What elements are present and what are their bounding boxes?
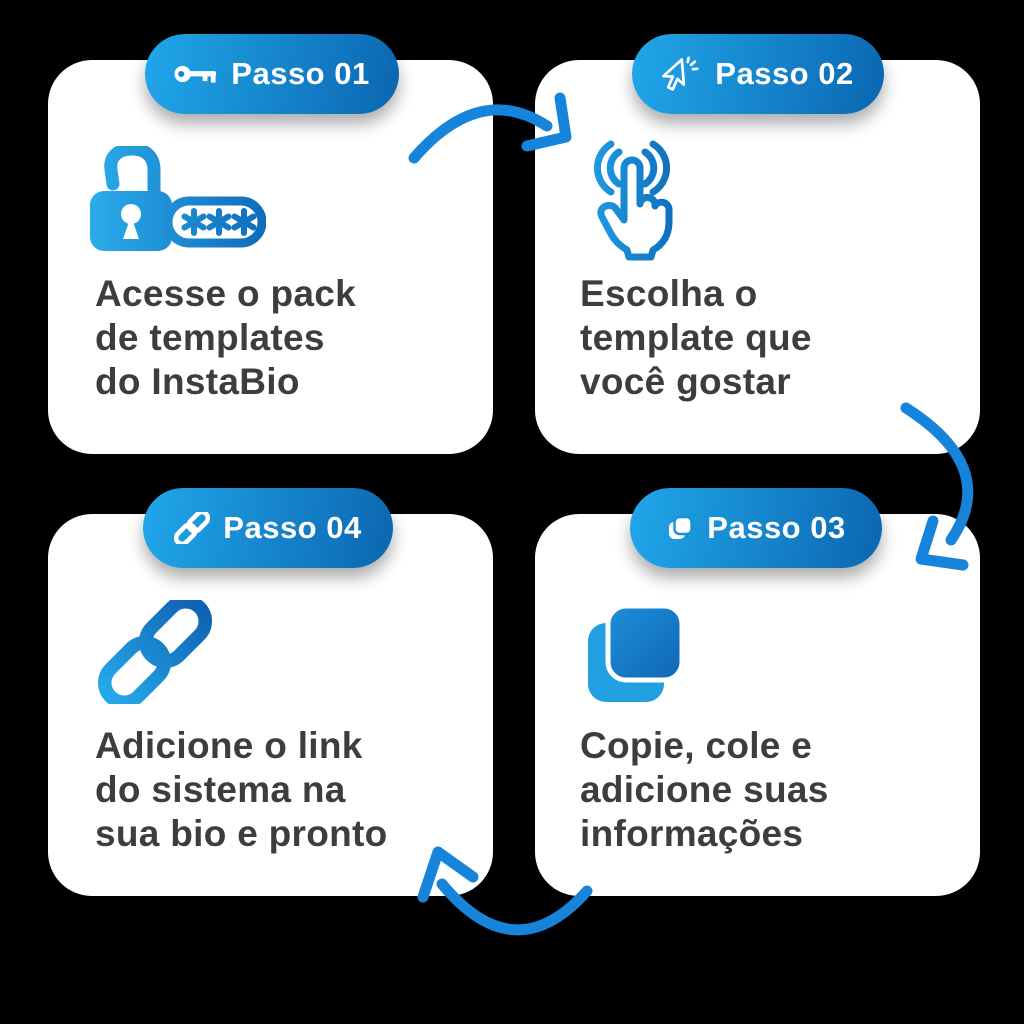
badge-label: Passo 03 — [707, 510, 846, 545]
text-line: Adicione o link — [95, 725, 363, 766]
step-card-2: Passo 02 Escolha o template que você gos… — [535, 34, 980, 454]
step-text: Adicione o link do sistema na sua bio e … — [95, 724, 388, 856]
copy-icon — [669, 515, 693, 539]
text-line: você gostar — [580, 361, 791, 402]
link-icon — [174, 512, 211, 544]
key-icon — [174, 65, 217, 83]
text-line: Escolha o — [580, 273, 758, 314]
text-line: sua bio e pronto — [95, 813, 388, 854]
step-badge-4: Passo 04 — [143, 488, 393, 568]
tap-gesture-icon — [593, 140, 673, 261]
copy-squares-icon — [588, 603, 685, 702]
step-text: Acesse o pack de templates do InstaBio — [95, 272, 356, 404]
text-line: adicione suas — [580, 769, 829, 810]
step-text: Escolha o template que você gostar — [580, 272, 812, 404]
badge-label: Passo 04 — [223, 510, 362, 545]
step-card-3: Passo 03 Copie, cole e adicione suas inf… — [535, 488, 980, 896]
text-line: Copie, cole e — [580, 725, 813, 766]
cursor-click-icon — [662, 56, 699, 91]
text-line: Acesse o pack — [95, 273, 357, 314]
password-lock-icon — [90, 146, 266, 251]
chain-link-icon — [97, 600, 213, 704]
text-line: informações — [580, 813, 804, 854]
text-line: de templates — [95, 317, 325, 358]
text-line: template que — [580, 317, 812, 358]
step-badge-2: Passo 02 — [632, 34, 884, 114]
text-line: do sistema na — [95, 769, 346, 810]
step-card-4: Passo 04 Adicione o link do sistema na s… — [48, 488, 493, 896]
badge-label: Passo 01 — [231, 56, 370, 91]
step-badge-3: Passo 03 — [630, 488, 882, 568]
step-text: Copie, cole e adicione suas informações — [580, 724, 829, 856]
step-badge-1: Passo 01 — [145, 34, 399, 114]
text-line: do InstaBio — [95, 361, 300, 402]
badge-label: Passo 02 — [715, 56, 854, 91]
step-card-1: Passo 01 Acesse o pack de templates do I… — [48, 34, 493, 454]
